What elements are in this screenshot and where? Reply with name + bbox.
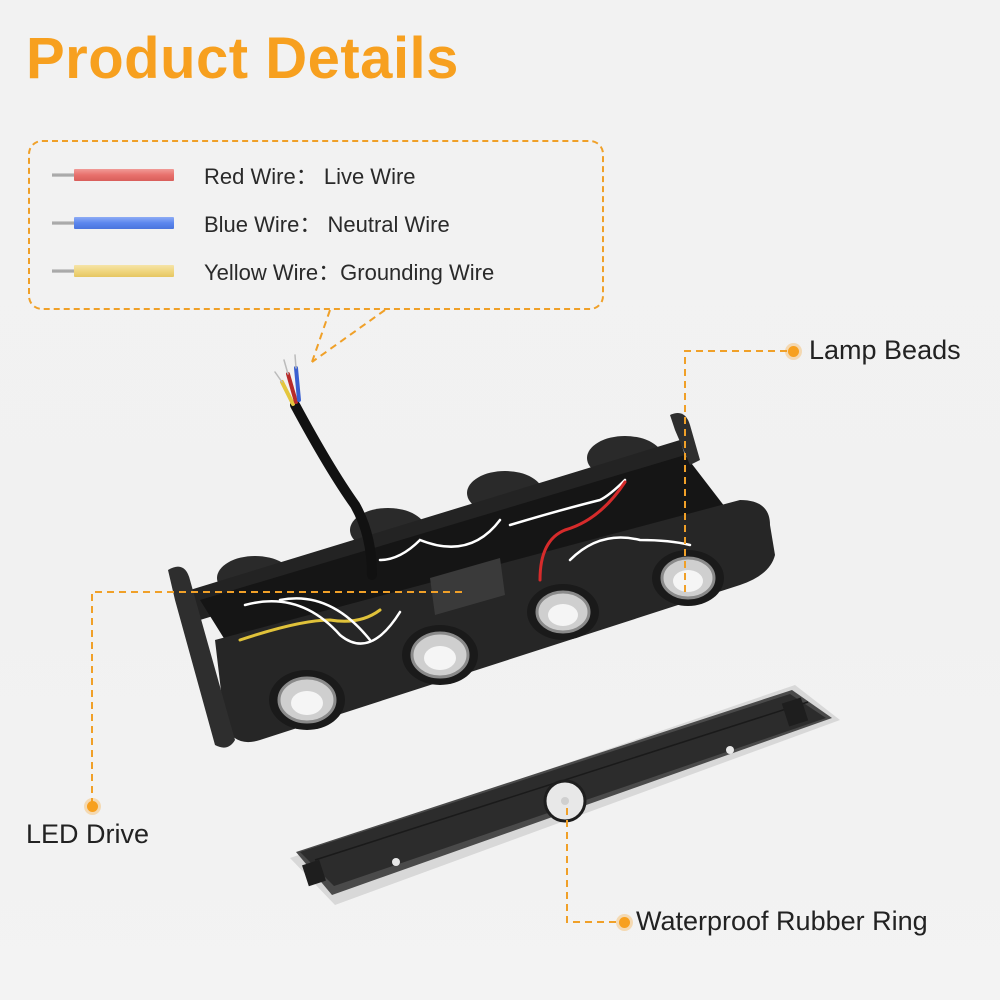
legend-label-red: Red Wire： Live Wire [204,164,416,189]
power-cable [274,354,377,580]
lamp-housing [168,412,775,748]
legend-row-yellow: Yellow Wire：Grounding Wire [52,256,494,286]
callout-leader-lines [91,350,793,923]
page-title: Product Details [26,26,459,91]
led-drive-marker-icon [87,801,98,812]
callout-lamp-beads: Lamp Beads [809,335,961,365]
legend-label-blue: Blue Wire： Neutral Wire [204,212,450,237]
legend-pointer [311,309,386,363]
callout-waterproof-rubber-ring: Waterproof Rubber Ring [636,906,928,936]
lamp-lenses [269,550,724,730]
wire-legend-box [28,140,604,310]
legend-row-blue: Blue Wire： Neutral Wire [52,208,450,238]
callout-led-drive: LED Drive [26,819,150,849]
cover-plate [290,685,840,905]
legend-label-yellow: Yellow Wire：Grounding Wire [204,260,495,285]
blue-wire-icon [52,217,174,229]
lamp-beads-marker-icon [788,346,799,357]
yellow-wire-icon [52,265,174,277]
rubber-ring-marker-icon [619,917,630,928]
legend-row-red: Red Wire： Live Wire [52,160,416,190]
red-wire-icon [52,169,174,181]
internal-wires [238,478,692,645]
